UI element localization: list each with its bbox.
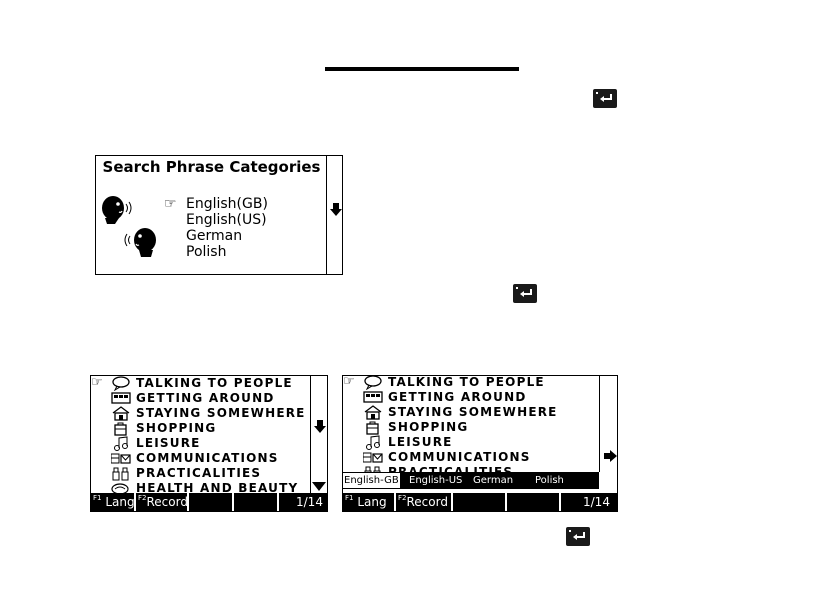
list-item[interactable]: SHOPPING: [91, 421, 307, 436]
scroll-down-arrow-icon[interactable]: [330, 203, 342, 217]
list-item[interactable]: STAYING SOMEWHERE: [343, 405, 559, 420]
softkey-divider: [451, 493, 453, 511]
pointer-hand-icon: ☞: [343, 375, 355, 389]
lang-option-selected[interactable]: English-GB: [343, 473, 400, 488]
softkey-divider: [134, 493, 136, 511]
softkey-divider: [559, 493, 561, 511]
music-note-icon: [366, 435, 380, 450]
scroll-down-arrow-icon[interactable]: [314, 420, 326, 434]
language-list: English(GB) English(US) German Polish: [186, 196, 268, 260]
list-item[interactable]: SHOPPING: [343, 420, 559, 435]
softkey-lang[interactable]: F1 Lang: [93, 494, 135, 509]
page-indicator: 1/14: [296, 495, 323, 509]
list-item[interactable]: STAYING SOMEWHERE: [91, 406, 307, 421]
category-list-lang-screen: ☞ TALKING TO PEOPLE GETTING AROUND STAYI…: [342, 375, 618, 512]
list-item[interactable]: COMMUNICATIONS: [91, 451, 307, 466]
list-item[interactable]: ☞ TALKING TO PEOPLE: [343, 375, 545, 390]
language-item[interactable]: English(US): [186, 212, 267, 228]
language-item[interactable]: English(GB): [186, 196, 268, 212]
envelope-icon: [111, 453, 131, 464]
speech-icon: [112, 376, 130, 391]
category-list-screen: ☞ TALKING TO PEOPLE GETTING AROUND STAYI…: [90, 375, 328, 512]
list-item[interactable]: ☞ TALKING TO PEOPLE: [91, 375, 293, 391]
softkey-record[interactable]: F2Record: [398, 494, 448, 509]
shopping-icon: [366, 421, 379, 435]
list-item[interactable]: PRACTICALITIES: [91, 466, 307, 481]
pointer-hand-icon: ☞: [91, 375, 103, 390]
bus-icon: [111, 392, 131, 404]
pointer-hand-icon: ☞: [164, 196, 177, 212]
scroll-end-arrow-icon[interactable]: [312, 482, 326, 492]
lang-option[interactable]: English-US: [409, 475, 463, 486]
softkey-record[interactable]: F2Record: [138, 494, 188, 509]
list-item[interactable]: LEISURE: [343, 435, 559, 450]
softkey-divider: [232, 493, 234, 511]
music-note-icon: [114, 436, 128, 451]
shopping-icon: [114, 422, 127, 436]
softkey-divider: [187, 493, 189, 511]
search-phrase-screen: Search Phrase Categories ☞ English(GB) E…: [95, 155, 343, 275]
softkey-bar: F1 Lang F2Record 1/14: [343, 493, 617, 511]
house-icon: [112, 406, 130, 421]
speech-icon: [364, 376, 382, 390]
language-bar: English-GB English-US German Polish: [343, 472, 599, 489]
list-item[interactable]: LEISURE: [91, 436, 307, 451]
enter-key-icon: [513, 284, 537, 303]
house-icon: [364, 405, 382, 420]
enter-key-icon: [593, 89, 617, 108]
scrollbar[interactable]: [310, 376, 311, 494]
lang-option[interactable]: Polish: [535, 475, 564, 486]
softkey-bar: F1 Lang F2Record 1/14: [91, 493, 327, 511]
header-rule: [325, 67, 519, 71]
scrollbar[interactable]: [599, 376, 600, 472]
screen-title: Search Phrase Categories: [102, 158, 321, 176]
tools-icon: [112, 467, 129, 481]
language-item[interactable]: German: [186, 228, 243, 244]
language-item[interactable]: Polish: [186, 244, 227, 260]
bus-icon: [363, 391, 383, 403]
softkey-lang[interactable]: F1 Lang: [345, 494, 387, 509]
page-indicator: 1/14: [583, 495, 610, 509]
scrollbar[interactable]: [326, 156, 327, 274]
envelope-icon: [363, 452, 383, 463]
softkey-divider: [394, 493, 396, 511]
list-item[interactable]: GETTING AROUND: [91, 391, 307, 406]
list-item[interactable]: GETTING AROUND: [343, 390, 559, 405]
lang-option[interactable]: German: [473, 475, 514, 486]
softkey-divider: [505, 493, 507, 511]
enter-key-icon: [566, 527, 590, 546]
talking-heads-icon: [102, 196, 156, 257]
softkey-divider: [277, 493, 279, 511]
scroll-right-arrow-icon[interactable]: [604, 450, 617, 462]
list-item[interactable]: COMMUNICATIONS: [343, 450, 559, 465]
